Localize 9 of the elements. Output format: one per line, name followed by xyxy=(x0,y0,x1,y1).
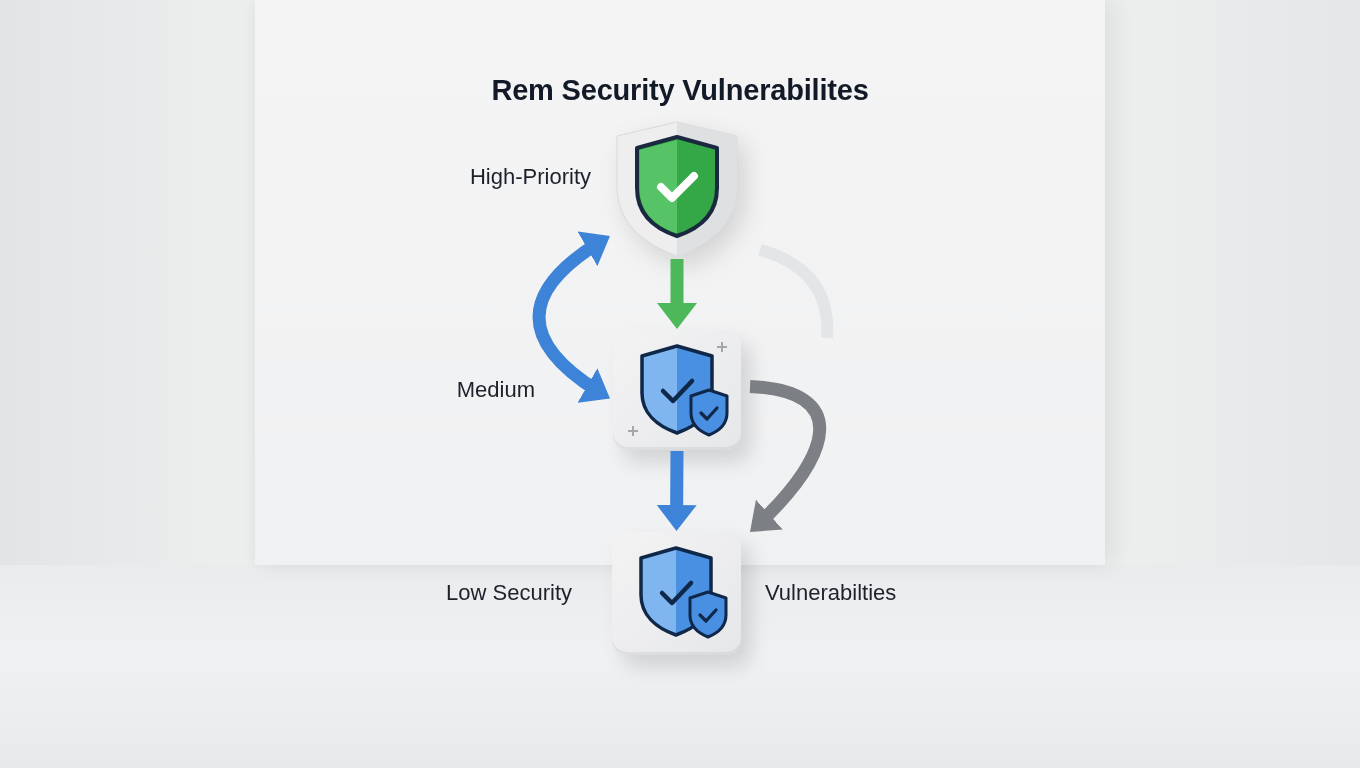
arrow xyxy=(656,450,697,532)
node-caption: Low Security xyxy=(446,580,572,606)
diagram-title: Rem Security Vulnerabilites xyxy=(491,74,869,107)
node-caption: Medium xyxy=(456,377,535,403)
node-caption: High-Priority xyxy=(469,164,591,190)
arrow xyxy=(657,259,697,329)
shield-tile xyxy=(612,532,741,655)
shield-badge-icon xyxy=(613,120,741,258)
node-caption: Vulnerabilties xyxy=(765,580,897,606)
